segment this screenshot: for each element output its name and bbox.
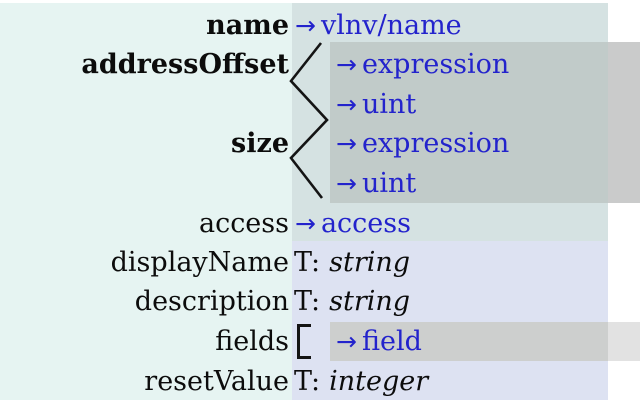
- row-addressoffset-alt: →uint: [0, 85, 640, 124]
- arrow-icon: →: [336, 90, 357, 119]
- type-prefix: T:: [294, 247, 321, 278]
- choice-group-overflow: [608, 42, 640, 203]
- row-access: access →access: [0, 204, 640, 243]
- type-name: expression: [361, 128, 510, 159]
- type-name: string: [329, 286, 411, 317]
- type-link-expression[interactable]: →expression: [336, 124, 509, 163]
- arrow-icon: →: [336, 169, 357, 198]
- type-name: uint: [361, 89, 417, 120]
- type-link-vlnv-name[interactable]: →vlnv/name: [295, 6, 462, 45]
- type-link-field[interactable]: →field: [336, 322, 422, 361]
- scalar-column-background: [292, 241, 608, 400]
- arrow-icon: →: [336, 129, 357, 158]
- row-addressoffset: addressOffset →expression: [0, 45, 640, 84]
- row-description: description T: string: [0, 282, 640, 321]
- type-name: integer: [329, 366, 429, 397]
- arrow-icon: →: [336, 327, 357, 356]
- type-name: expression: [361, 49, 510, 80]
- row-size: size →expression: [0, 124, 640, 163]
- row-displayname: displayName T: string: [0, 243, 640, 282]
- row-name: name →vlnv/name: [0, 6, 640, 45]
- labels-background: [0, 3, 292, 400]
- arrow-icon: →: [295, 11, 316, 40]
- row-resetvalue: resetValue T: integer: [0, 362, 640, 400]
- choice-chevron-icon: [289, 42, 329, 199]
- type-name: uint: [361, 168, 417, 199]
- scalar-type: T: string: [294, 282, 410, 321]
- element-label-size: size: [231, 128, 289, 159]
- array-bracket-icon: [297, 324, 311, 359]
- type-name: string: [329, 247, 411, 278]
- fields-choice-background: [330, 322, 608, 361]
- type-name: access: [320, 208, 411, 239]
- type-name: field: [361, 326, 422, 357]
- type-prefix: T:: [294, 366, 321, 397]
- type-link-expression[interactable]: →expression: [336, 45, 509, 84]
- element-label-fields: fields: [215, 326, 289, 357]
- type-link-access[interactable]: →access: [295, 204, 411, 243]
- type-prefix: T:: [294, 286, 321, 317]
- element-label-description: description: [134, 286, 289, 317]
- fields-choice-overflow: [608, 322, 640, 361]
- type-link-uint[interactable]: →uint: [336, 164, 416, 203]
- scalar-type: T: integer: [294, 362, 428, 400]
- element-label-name: name: [206, 10, 289, 41]
- scalar-type: T: string: [294, 243, 410, 282]
- arrow-icon: →: [295, 209, 316, 238]
- arrow-icon: →: [336, 50, 357, 79]
- element-label-displayname: displayName: [110, 247, 289, 278]
- type-name: vlnv/name: [320, 10, 462, 41]
- element-label-resetvalue: resetValue: [144, 366, 289, 397]
- type-link-uint[interactable]: →uint: [336, 85, 416, 124]
- element-label-access: access: [198, 208, 289, 239]
- choice-group-background: [330, 42, 608, 203]
- row-size-alt: →uint: [0, 164, 640, 203]
- row-fields: fields →field: [0, 322, 640, 361]
- element-label-addressoffset: addressOffset: [81, 49, 289, 80]
